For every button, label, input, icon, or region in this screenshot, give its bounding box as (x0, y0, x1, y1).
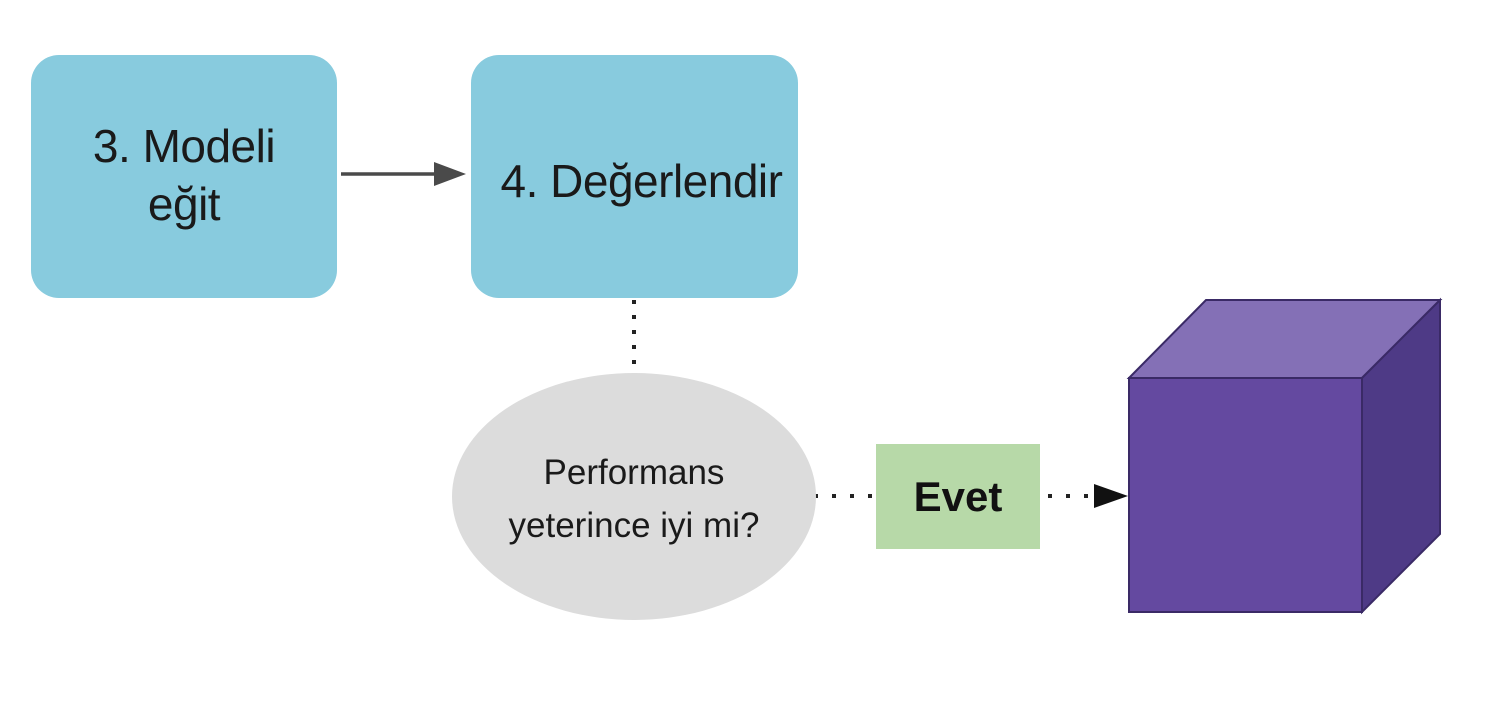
model-cube-icon (1126, 297, 1443, 615)
step-evaluate-box: 4. Değerlendir (471, 55, 798, 298)
step-train-model-label: 3. Modeli eğit (92, 120, 276, 230)
step-train-model-box: 3. Modeli eğit (31, 55, 337, 298)
train-to-evaluate-arrow (341, 162, 466, 186)
yes-to-cube-dotted-arrow (1048, 484, 1128, 508)
decision-ellipse: Performans yeterince iyi mi? (452, 373, 816, 620)
yes-branch-label: Evet (913, 472, 1003, 520)
cube-front-face (1128, 377, 1363, 613)
decision-question-label: Performans yeterince iyi mi? (508, 453, 760, 545)
yes-branch-box: Evet (876, 444, 1040, 549)
step-evaluate-label: 4. Değerlendir (500, 154, 783, 207)
